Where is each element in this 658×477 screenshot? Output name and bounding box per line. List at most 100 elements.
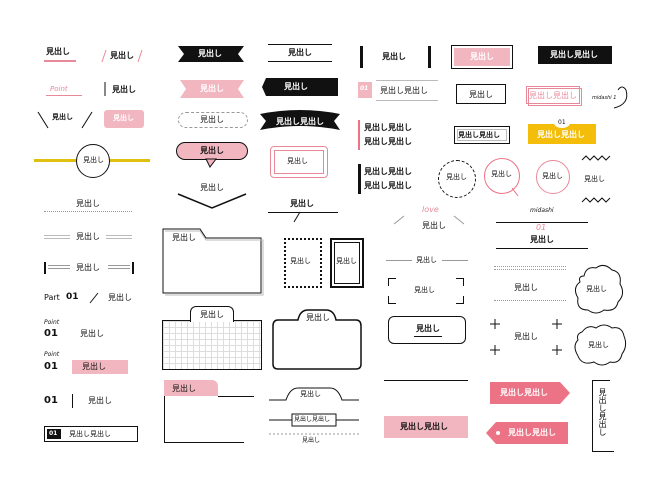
speech-tail-icon [511,187,519,197]
zigzag-decoration [581,155,611,203]
heading-part-01: Part 01 見出し [44,290,136,306]
number-label: 01 [44,395,58,406]
number-one-icon [104,82,106,96]
round-tab-frame [272,309,362,370]
heading-text: 見出し [416,324,440,333]
stamp-double-frame: 見出し [330,238,364,288]
heading-text: 見出し [514,283,538,292]
tick-mark-icon [293,211,301,223]
script-01-text: 01 [536,223,547,232]
number-label: 01 [44,328,58,339]
folder-tab-frame [162,228,264,296]
heading-text: 見出し [491,170,512,178]
heading-text: 見出し [288,48,312,57]
heading-text: 見出し [530,235,554,244]
heading-number-1: 見出し [100,80,146,100]
heading-text: 見出し [172,384,196,393]
script-midashi-text: midashi [530,207,554,214]
heading-underline-tick: 見出し [268,200,338,224]
heading-text: 見出し [287,157,308,165]
heading-chevron: 見出し [176,180,248,210]
heading-text: 見出し [112,85,136,94]
heading-text: 見出し [200,146,224,155]
heading-black-box: 見出し見出し [538,46,612,64]
heading-black-bar-double: 見出し見出し 見出し見出し [358,164,420,194]
box-pink-tab: 見出し [164,380,254,444]
box-stacked-tabs: 見出し 見出し見出し 見出し [268,380,360,446]
plus-corners-icon [490,319,562,355]
box-grid-tab: 見出し [162,306,262,370]
heading-double-text: 見出し見出し [364,137,412,146]
heading-double-lines: 見出し [44,230,132,244]
ribbon-black-wave: 見出し見出し [260,108,340,134]
heading-text: 見出し [284,82,308,91]
box-numbered-lines: midashi 01 見出し [496,208,588,256]
heading-text: 見出し [588,341,609,349]
heading-text: 見出し [416,256,437,264]
script-point-text: Point [44,351,60,358]
scallop-bubble-shape [574,324,627,366]
heading-text: 見出し [200,183,224,192]
heading-pink-outline-double: 見出し見出し [526,86,582,106]
heading-text: 見出し [586,285,607,293]
ribbon-black-shape [262,78,338,96]
heading-pink-square-01: 01 見出し見出し [358,80,440,102]
stacked-tabs-frame [269,387,359,435]
heading-text: 見出し [88,396,112,405]
heading-text: 見出し [200,84,224,93]
heading-double-text: 見出し見出し [529,91,577,100]
heading-text: 見出し [83,156,104,164]
cloud-bubble-shape [574,264,624,314]
heading-double-text: 見出し見出し [276,117,324,126]
heading-gold-line-circle: 見出し [34,144,150,178]
heading-double-text: 見出し見出し [380,86,428,95]
heading-text: 見出し [172,233,196,242]
heading-text: 見出し [200,115,224,124]
heading-pink-bar-double: 見出し見出し 見出し見出し [358,120,420,150]
heading-text: 見出し [76,199,100,208]
heading-text: 見出し [110,51,134,60]
diagonal-lines-decoration [37,111,93,129]
script-01-text: 01 [360,85,369,92]
number-label: 01 [44,361,58,372]
heading-dotted-line: 見出し [44,198,132,214]
heading-bracket-lines: 見出し [44,260,136,276]
heading-double-text: 見出し見出し [500,388,548,397]
slash-decoration [89,292,99,304]
arrow-right-shape [490,382,570,404]
number-one-icon [613,86,628,109]
heading-double-text: 見出し見出し [364,181,412,190]
heading-outline-box: 見出し [456,84,506,104]
heading-double-text: 見出し見出し [458,131,500,139]
heading-text: 見出し [76,263,100,272]
heading-text: 見出し [302,437,321,444]
box-rounded-heading: 見出し [388,316,466,366]
heading-double-text: 見出し見出し [550,50,598,59]
heading-gold-badge: 01 見出し見出し [528,118,596,144]
heading-01-box: 01 見出し見出し [44,426,138,442]
part-label: Part [44,293,60,302]
arrow-pink-left: 見出し見出し [486,422,568,444]
heading-midashi-script: midashi 1 [592,84,634,110]
heading-text: 見出し [382,52,406,61]
script-love-text: love [422,205,439,214]
heading-zigzag: 見出し [581,155,611,203]
heading-underline-pink: 見出し [44,46,78,64]
arrow-pink-right: 見出し見出し [490,382,570,404]
heading-love-script: love 見出し [392,206,466,236]
heading-circle-dots: 見出し [438,160,478,198]
heading-text: 見出し [414,286,435,294]
heading-text: 見出し [108,293,132,302]
heading-text: 見出し [76,232,100,241]
heading-dotted-speech: 見出し [178,112,248,136]
heading-text: 見出し [336,257,357,265]
ribbon-black-left: 見出し [262,78,338,96]
heading-text: 見出し [198,49,222,58]
ribbon-black-shape [178,46,244,62]
heading-corner-brackets: 見出し [388,278,464,304]
number-label: 01 [49,430,58,437]
ribbon-wave-shape [260,110,340,130]
heading-double-text: 見出し見出し [294,416,331,423]
heading-frame-pink: 見出し [270,146,328,178]
heading-text: 見出し [300,390,321,398]
